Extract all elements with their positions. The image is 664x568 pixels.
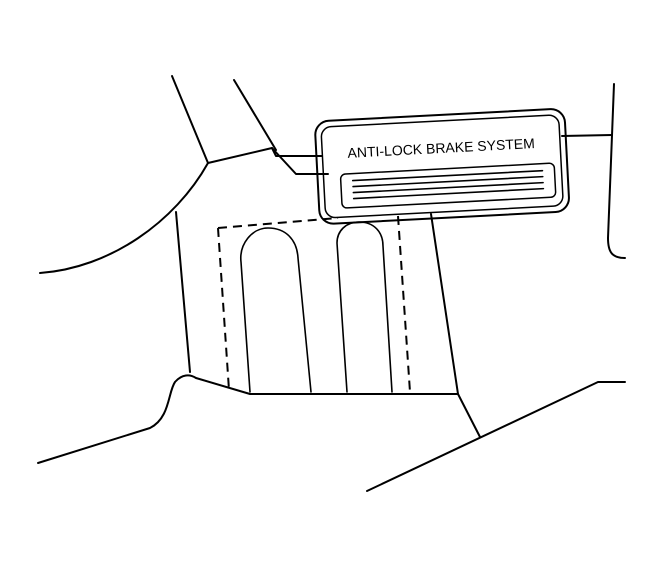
upper-left-panel-step xyxy=(271,147,323,157)
pillar-left-edge xyxy=(175,211,191,373)
dashed-bracket-outline xyxy=(217,215,411,393)
pillar-right-edge xyxy=(430,213,459,395)
left-slot xyxy=(240,227,312,393)
left-curved-panel-outline xyxy=(39,162,209,274)
sill-outline xyxy=(37,374,481,464)
lower-right-floor-edge xyxy=(366,381,626,492)
label-stripe-line xyxy=(351,169,544,182)
right-slot xyxy=(336,221,393,393)
label-stripe-line xyxy=(352,181,544,194)
label-plate-text: ANTI-LOCK BRAKE SYSTEM xyxy=(347,135,535,161)
label-plate-outer xyxy=(314,108,570,225)
label-plate-inner xyxy=(320,114,564,219)
right-vertical-edge xyxy=(607,83,626,259)
label-stripe-line xyxy=(352,187,545,200)
label-stripe-box xyxy=(339,162,557,209)
abs-label-plate: ANTI-LOCK BRAKE SYSTEM xyxy=(314,108,570,225)
right-upper-line xyxy=(561,134,613,137)
diagonal-trim-line xyxy=(233,79,277,151)
upper-left-panel-edge xyxy=(171,75,329,175)
label-stripe-line xyxy=(352,175,544,188)
